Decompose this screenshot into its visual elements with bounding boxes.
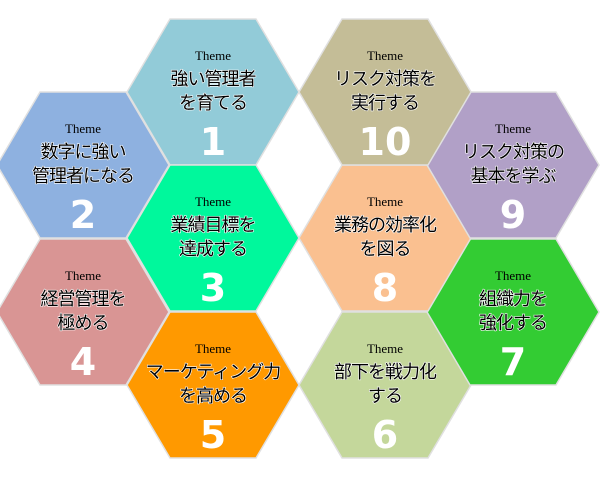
theme-number: 2 — [70, 193, 96, 237]
theme-title-line: 実行する — [351, 93, 419, 114]
theme-label: Theme — [195, 194, 231, 209]
theme-title-line: 強化する — [479, 313, 547, 334]
theme-title-line: 数字に強い — [41, 142, 126, 163]
theme-label: Theme — [367, 194, 403, 209]
theme-title-line: 組織力を — [479, 289, 547, 310]
theme-number: 8 — [372, 266, 398, 310]
theme-label: Theme — [495, 121, 531, 136]
theme-label: Theme — [195, 341, 231, 356]
theme-number: 9 — [500, 193, 526, 237]
theme-title-line: 基本を学ぶ — [471, 166, 557, 187]
theme-number: 5 — [200, 413, 226, 457]
theme-title-line: 極める — [58, 313, 109, 334]
hexagon-shape — [0, 91, 170, 239]
theme-number: 7 — [500, 340, 526, 384]
theme-title-line: を図る — [360, 239, 411, 260]
theme-title-line: する — [368, 386, 402, 407]
theme-number: 1 — [200, 120, 226, 164]
theme-title-line: を高める — [179, 386, 247, 407]
theme-number: 3 — [200, 266, 226, 310]
theme-label: Theme — [65, 268, 101, 283]
theme-title-line: 達成する — [179, 239, 247, 260]
theme-title-line: 部下を戦力化 — [334, 362, 437, 383]
theme-label: Theme — [65, 121, 101, 136]
theme-title-line: 業務の効率化 — [334, 215, 437, 236]
theme-number: 10 — [359, 120, 412, 164]
theme-title-line: 管理者になる — [32, 166, 134, 187]
hexagon-shape — [298, 18, 472, 166]
theme-title-line: 経営管理を — [41, 289, 126, 310]
theme-label: Theme — [195, 48, 231, 63]
hexagon-shape — [0, 238, 170, 386]
theme-title-line: 業績目標を — [171, 215, 256, 236]
theme-title-line: リスク対策を — [334, 69, 436, 90]
theme-number: 4 — [70, 340, 96, 384]
theme-label: Theme — [367, 48, 403, 63]
theme-label: Theme — [367, 341, 403, 356]
theme-title-line: 強い管理者 — [171, 69, 257, 90]
theme-title-line: リスク対策の — [462, 142, 564, 163]
theme-label: Theme — [495, 268, 531, 283]
theme-title-line: を育てる — [179, 93, 247, 114]
theme-title-line: マーケティング力 — [146, 362, 281, 383]
theme-number: 6 — [372, 413, 398, 457]
